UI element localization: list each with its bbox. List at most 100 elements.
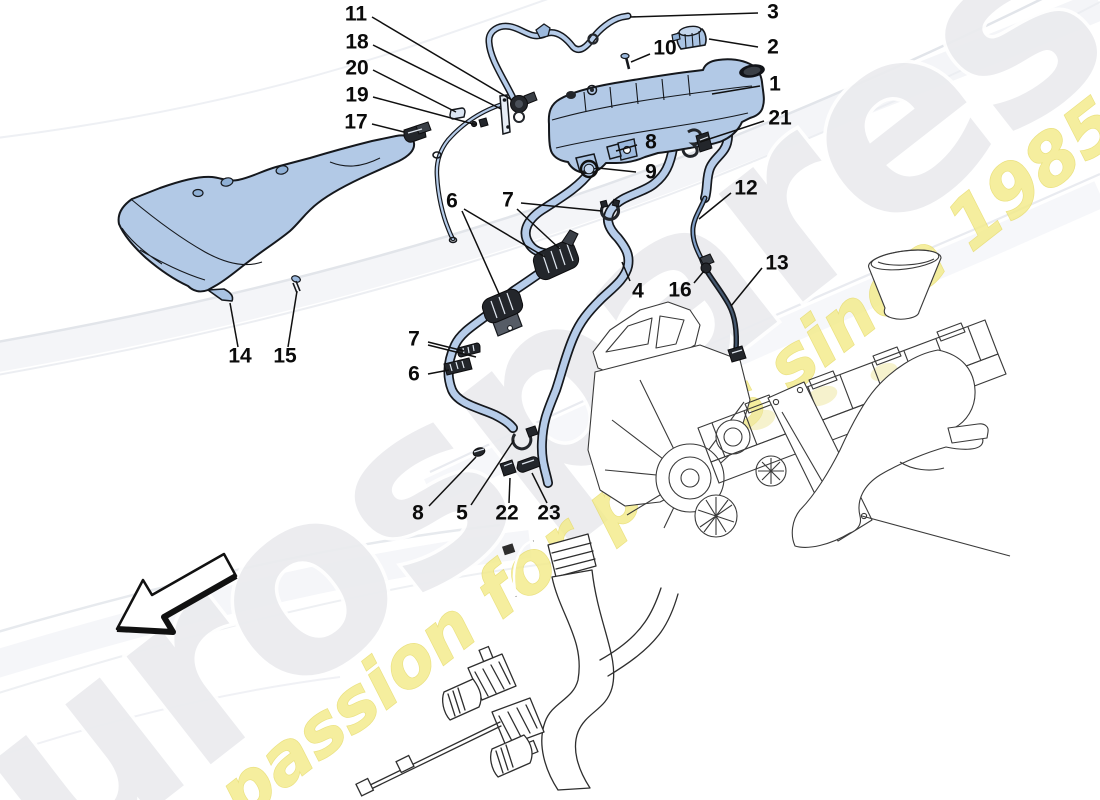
pad-8-upper [606,143,622,160]
leader-line-17 [371,123,405,133]
swoosh-edge [0,561,561,694]
flywheel-circle [655,443,725,513]
heat-shield-detail [121,157,381,281]
callout-labels: 3 2 10 1 21 11 18 20 19 17 8 9 12 6 7 4 … [228,1,792,525]
callout-label-13: 13 [765,252,788,275]
callout-label-20: 20 [345,57,368,80]
pipe-ring-fitting [432,151,442,159]
gearbox-ribs [604,379,745,529]
leader-line-6-upper [461,208,546,297]
leader-line-5 [470,439,515,506]
callout-label-6-lower: 6 [408,363,420,386]
callout-label-19: 19 [345,84,368,107]
flywheel-hub [680,468,700,488]
heat-shield-part [117,134,416,302]
callout-label-6-upper: 6 [446,190,458,213]
clamp-block-teeth [474,661,511,697]
solenoid-valve-upper [532,229,580,281]
direction-arrow-shadow-edge [116,573,238,635]
leader-lines [229,12,765,507]
callout-label-14: 14 [228,345,252,368]
callout-label-17: 17 [344,111,367,134]
sensor-17 [403,121,432,143]
engine-assembly [587,249,1011,557]
water-pipe-main [541,569,615,791]
leader-line-4 [621,261,631,282]
hose-stub-ribs [447,687,466,717]
clip-22 [499,459,517,477]
callout-label-16: 16 [668,279,691,302]
hose-stub [490,734,533,778]
hose-end-fitting [535,23,551,39]
callout-label-12: 12 [734,177,757,200]
flywheel-inner [668,456,712,500]
pipe-open-end [448,236,458,244]
callout-label-7-lower: 7 [408,328,420,351]
tube-clip [502,543,516,556]
water-pipe-branch [607,593,679,677]
callout-label-8-upper: 8 [645,131,657,154]
rod-fitting [395,754,415,774]
swoosh-band [0,530,532,678]
leader-line-11 [371,16,513,101]
callout-label-18: 18 [345,31,369,54]
callout-label-21: 21 [768,107,792,130]
leader-line-22 [508,477,511,504]
swoosh-edge [0,0,548,139]
bleed-down-pipe [437,105,500,239]
screw-10 [620,52,631,70]
tank-boss [586,84,598,96]
callout-label-3: 3 [767,1,779,24]
rod-end-cap [355,777,375,797]
starter-stub [947,423,989,444]
callout-label-23: 23 [537,502,560,525]
leader-line-8-upper [615,144,638,152]
callout-label-5: 5 [456,502,468,525]
sensor-16 [699,253,715,274]
crankcase-lines [861,461,1011,557]
callout-label-8-lower: 8 [412,502,424,525]
clamp-block [491,697,545,747]
pulley-slots [758,458,784,484]
callout-label-10: 10 [653,37,676,60]
leader-line-19 [372,96,478,126]
fastener-19 [478,117,489,128]
clamp-lug [478,645,494,663]
leader-line-18 [372,44,502,110]
callout-label-7-upper: 7 [502,189,514,212]
heat-shield-body [117,134,416,293]
heat-shield-fold [131,199,263,266]
swoosh-edge [0,0,1043,343]
bleed-hose-and-pipe [432,16,628,244]
fan-blades [697,497,735,535]
leader-line-6-lower [427,369,450,375]
leader-line-16 [693,270,705,284]
leader-line-8-lower [428,456,477,507]
leader-line-3 [629,12,759,18]
leader-line-1 [711,85,761,95]
shield-hole [192,188,204,198]
valve-11-ring [513,111,525,123]
callout-label-4: 4 [632,280,644,303]
leader-line-7-upper [516,202,603,250]
water-pipes-assembly [355,533,679,797]
clamp-ring-5 [511,425,539,451]
plug-8-lower [472,447,486,457]
leader-line-9 [597,167,637,173]
callout-label-15: 15 [273,345,297,368]
leader-line-7-lower [427,341,477,358]
tank-seam-lower [555,112,749,149]
swoosh-edge [0,676,341,757]
callout-label-9: 9 [645,161,657,184]
clamp-block-teeth [498,704,538,742]
shield-bottom-tab [207,288,234,302]
solenoid-valve-lower [481,288,524,337]
leader-line-14 [229,302,239,348]
callout-label-11: 11 [345,3,368,26]
oil-funnel-mouth [870,249,940,271]
callout-label-2: 2 [767,36,779,59]
callout-label-22: 22 [495,502,518,525]
oil-funnel-inner [877,258,935,266]
